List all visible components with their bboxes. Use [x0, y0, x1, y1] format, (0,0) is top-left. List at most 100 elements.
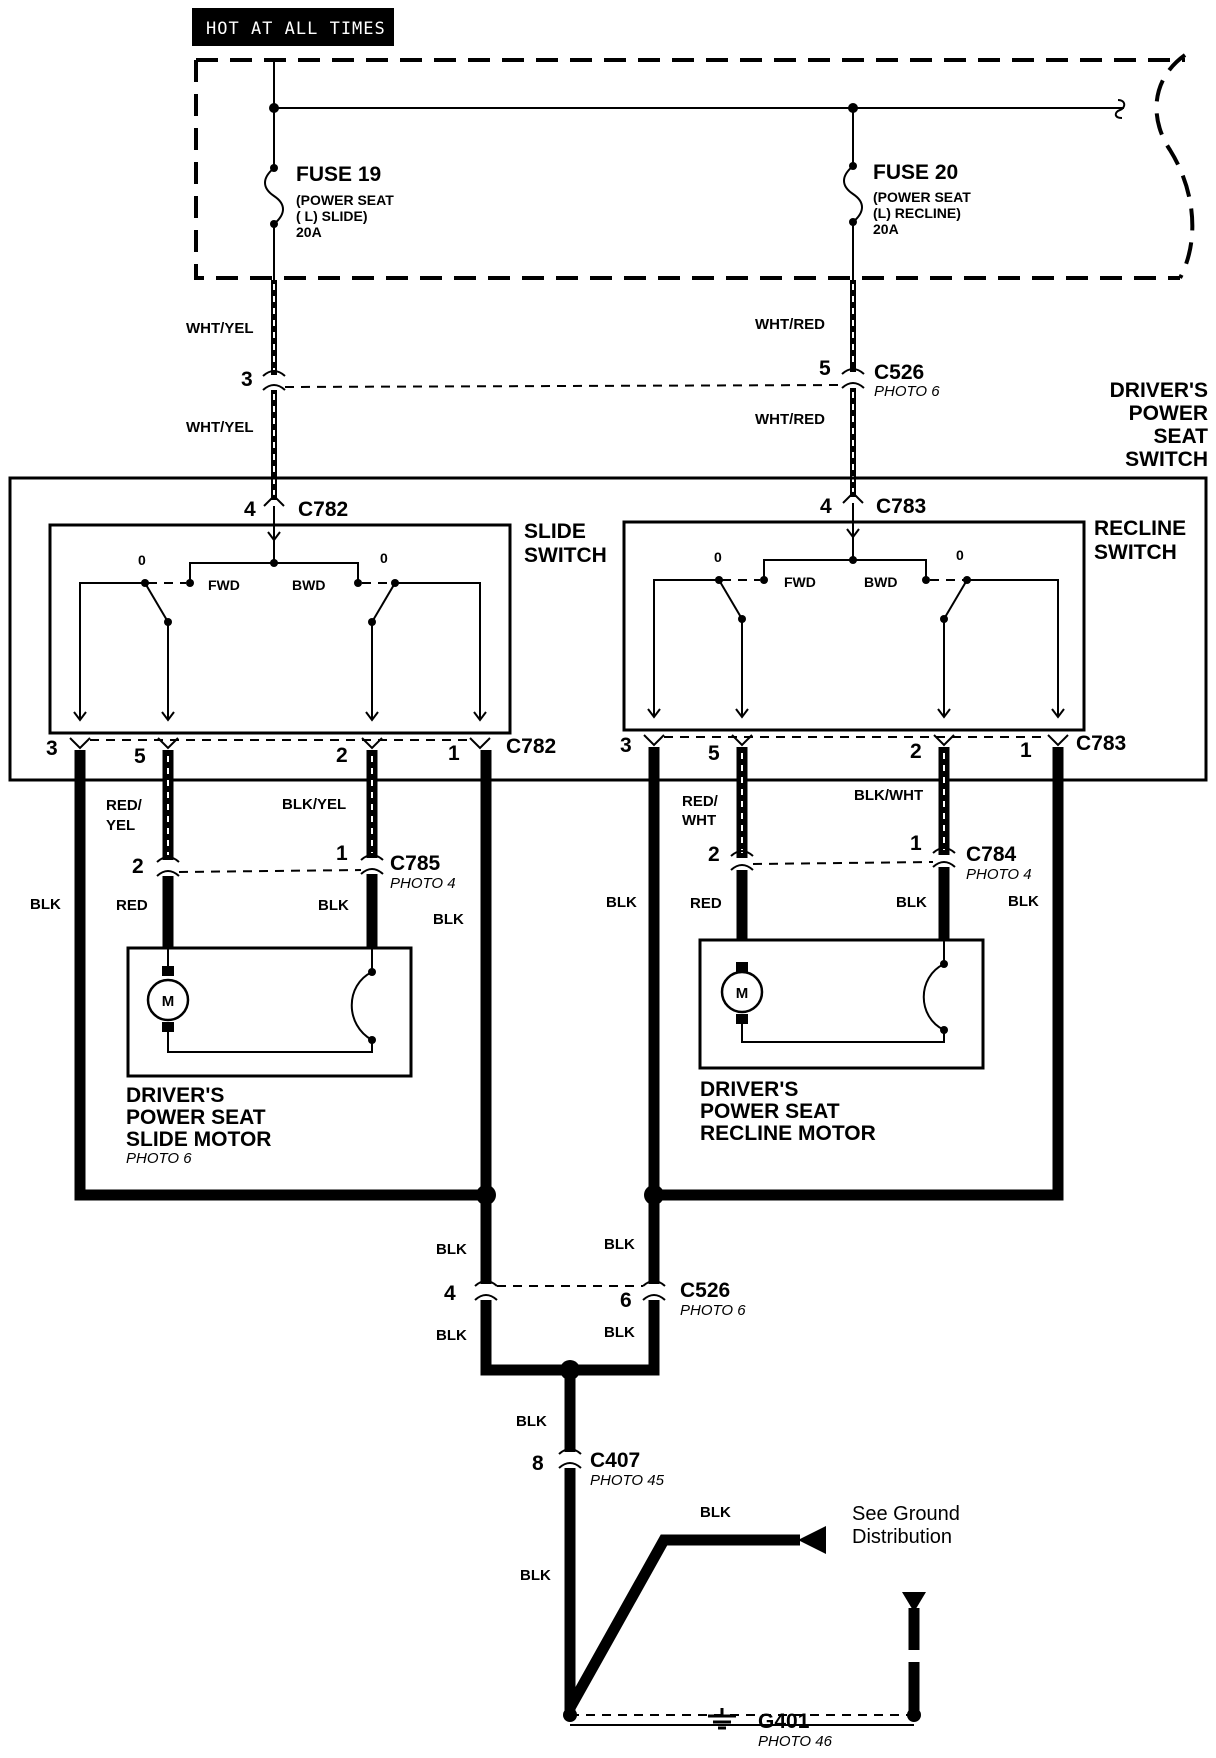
recline-motor-box	[698, 938, 985, 1070]
recline-bwd-contact	[922, 576, 930, 584]
blk-label-c526-pin6-upper: BLK	[604, 1236, 635, 1253]
c526-pin5: 5	[819, 357, 831, 380]
slide-motor-return	[167, 1032, 373, 1053]
recline-fwd-contact	[760, 576, 768, 584]
recline-limit-switch-icon	[922, 963, 945, 1031]
recline-motor-icon	[720, 970, 764, 1014]
slide-motor-brush-bottom	[162, 1022, 174, 1032]
power-seat-switch-assembly	[8, 476, 1208, 782]
blk-yel-label: BLK/YEL	[282, 796, 346, 813]
c785-pin1: 1	[336, 842, 348, 865]
slide-motor-photo: PHOTO 6	[126, 1150, 192, 1167]
slide-left-common	[79, 582, 145, 720]
recline-left-blade	[718, 579, 743, 620]
fuse19-desc1: (POWER SEAT	[296, 192, 394, 208]
recline-feed-bar	[763, 559, 927, 580]
fuse20-name: FUSE 20	[873, 161, 958, 184]
slide-motor-label-2: POWER SEAT	[126, 1106, 266, 1129]
red-yel-label-2: YEL	[106, 817, 135, 834]
slide-off-right: 0	[380, 550, 388, 566]
c784-pin2: 2	[708, 843, 720, 866]
c783-label-top: C783	[876, 495, 926, 518]
switch-assembly-label-2: POWER	[1129, 402, 1208, 425]
bus-continuation-mark	[1114, 99, 1126, 119]
ground-note-1: See Ground	[852, 1503, 960, 1525]
recline-switch-label-2: SWITCH	[1094, 541, 1177, 564]
c526-pin4: 4	[444, 1282, 456, 1305]
recline-motor-brush-bottom	[736, 1014, 748, 1024]
fuse19-rating: 20A	[296, 224, 322, 240]
c526-pin5-connector	[841, 368, 865, 389]
slide-switch	[48, 523, 512, 735]
hot-at-all-times-tab	[192, 8, 394, 46]
red-yel-label-1: RED/	[106, 797, 143, 814]
fuse-box-outline	[194, 58, 1185, 280]
fuse-box-break	[1154, 53, 1195, 279]
c782-bottom-connector	[69, 737, 491, 750]
c407-pin8: 8	[532, 1452, 544, 1475]
fuse20-desc1: (POWER SEAT	[873, 189, 971, 205]
slide-blk-loop-left	[74, 750, 486, 1201]
c407-label: C407	[590, 1449, 640, 1472]
slide-switch-feed-arrow	[267, 531, 281, 541]
c526-pin6-connector	[642, 1280, 666, 1301]
slide-right-common	[395, 582, 481, 720]
c782-pin1: 1	[448, 742, 460, 765]
c785-pin1-connector	[360, 854, 384, 875]
recline-motor-label-3: RECLINE MOTOR	[700, 1122, 876, 1145]
wht-red-label-1: WHT/RED	[755, 316, 825, 333]
c782-label-bottom: C782	[506, 735, 556, 758]
wht-red-label-2: WHT/RED	[755, 411, 825, 428]
c784-pin1: 1	[910, 832, 922, 855]
c784-label: C784	[966, 843, 1017, 866]
recline-right-blade	[943, 579, 968, 620]
recline-bwd-label: BWD	[864, 574, 897, 590]
slide-fwd-label: FWD	[208, 577, 240, 593]
c782-label-top: C782	[298, 498, 348, 521]
blk-label-c526-pin4-upper: BLK	[436, 1241, 467, 1258]
slide-bwd-label: BWD	[292, 577, 325, 593]
slide-fwd-contact	[186, 579, 194, 587]
recline-blk-label-right: BLK	[1008, 893, 1039, 910]
c526-label-bottom: C526	[680, 1279, 730, 1302]
slide-blk-label-left: BLK	[30, 896, 61, 913]
red-label-recline: RED	[690, 895, 722, 912]
c526-photo-bottom: PHOTO 6	[680, 1302, 746, 1319]
slide-motor-brush-top	[162, 966, 174, 976]
slide-feed-bar	[189, 562, 359, 583]
c783-pin5: 5	[708, 742, 720, 765]
c407-photo: PHOTO 45	[590, 1472, 665, 1489]
recline-motor-symbol: M	[736, 985, 749, 1002]
wht-yel-label-1: WHT/YEL	[186, 320, 254, 337]
fuse19-name: FUSE 19	[296, 163, 381, 186]
recline-off-right: 0	[956, 547, 964, 563]
recline-blk-loop-right	[654, 747, 1064, 1201]
c785-pin2-connector	[156, 856, 180, 877]
recline-left-common	[653, 579, 719, 717]
c782-pin5: 5	[134, 745, 146, 768]
slide-motor-icon	[146, 978, 190, 1022]
blk-label-c407-lower: BLK	[520, 1567, 551, 1584]
switch-assembly-label-3: SEAT	[1154, 425, 1209, 448]
c783-pin3: 3	[620, 734, 632, 757]
recline-motor-label-1: DRIVER'S	[700, 1078, 798, 1101]
c785-pin2: 2	[132, 855, 144, 878]
c526-pin4-connector	[474, 1280, 498, 1301]
c526-label-top: C526	[874, 361, 924, 384]
g401-node-left	[563, 1708, 577, 1722]
slide-motor-label-1: DRIVER'S	[126, 1084, 224, 1107]
c526-pin6: 6	[620, 1289, 632, 1312]
slide-limit-switch-icon	[350, 971, 373, 1041]
g401-photo: PHOTO 46	[758, 1733, 833, 1750]
blk-label-slide: BLK	[318, 897, 349, 914]
hot-at-all-times-label: HOT AT ALL TIMES	[206, 19, 386, 39]
c783-label-bottom: C783	[1076, 732, 1126, 755]
fuse19-desc2: ( L) SLIDE)	[296, 208, 368, 224]
blk-label-c407-upper: BLK	[516, 1413, 547, 1430]
wht-yel-label-2: WHT/YEL	[186, 419, 254, 436]
c783-pin2: 2	[910, 740, 922, 763]
c785-dashed-link	[178, 869, 362, 873]
fuse20-desc2: (L) RECLINE)	[873, 205, 961, 221]
c407-connector	[558, 1448, 582, 1469]
